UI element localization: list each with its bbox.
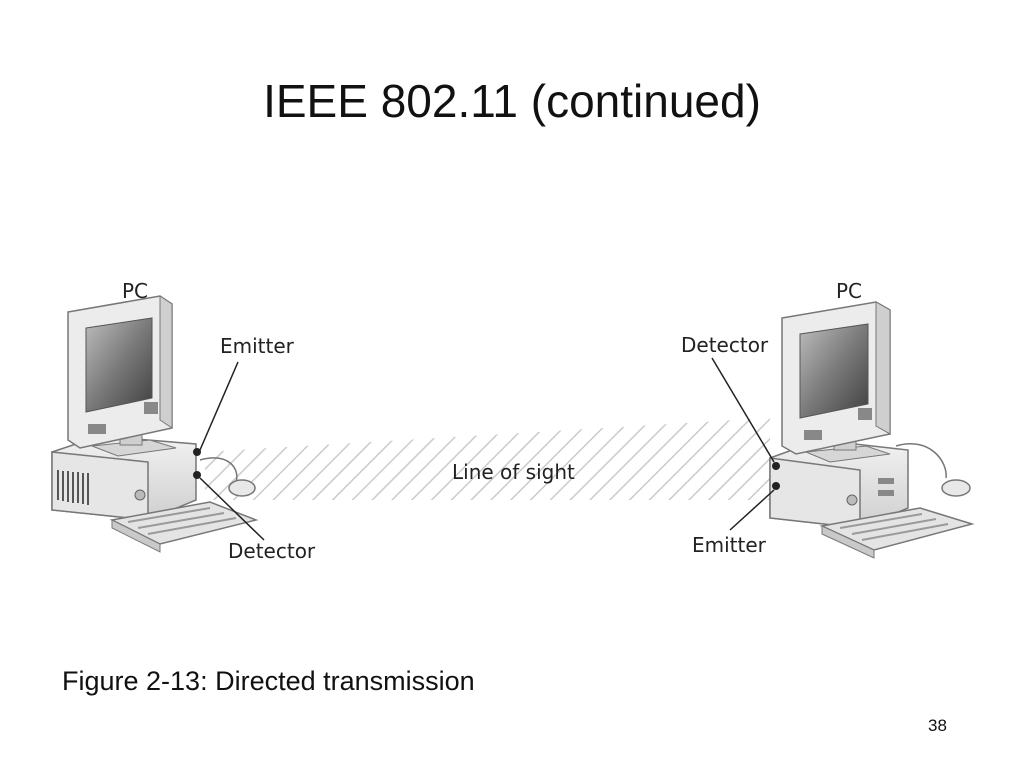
right-emitter-leader: [729, 489, 775, 531]
left-monitor: [67, 295, 177, 457]
left-computer: [51, 295, 259, 553]
line-of-sight-beam: [205, 418, 770, 500]
left-mouse: [199, 457, 256, 497]
left-pc-label: PC: [122, 279, 148, 303]
right-pc-label: PC: [836, 279, 862, 303]
left-detector-label: Detector: [228, 539, 316, 563]
right-detector-leader: [711, 357, 775, 463]
left-detector-dot: [193, 471, 201, 479]
right-keyboard: [819, 507, 975, 559]
leader-lines: [199, 357, 775, 541]
right-mouse: [895, 443, 971, 497]
figure-caption: Figure 2-13: Directed transmission: [62, 666, 475, 696]
right-computer: [769, 301, 975, 559]
right-emitter-label: Emitter: [692, 533, 767, 557]
left-emitter-label: Emitter: [220, 334, 295, 358]
line-of-sight-label: Line of sight: [452, 460, 575, 484]
left-emitter-leader: [199, 361, 239, 451]
right-detector-label: Detector: [681, 333, 769, 357]
left-keyboard: [109, 501, 259, 553]
left-detector-leader: [199, 477, 265, 541]
right-monitor: [781, 301, 891, 463]
right-detector-dot: [772, 462, 780, 470]
right-emitter-dot: [772, 482, 780, 490]
right-computer-case: [769, 439, 909, 529]
left-computer-case: [51, 435, 197, 521]
page-number: 38: [928, 716, 947, 735]
slide-title: IEEE 802.11 (continued): [263, 75, 761, 127]
left-emitter-dot: [193, 448, 201, 456]
